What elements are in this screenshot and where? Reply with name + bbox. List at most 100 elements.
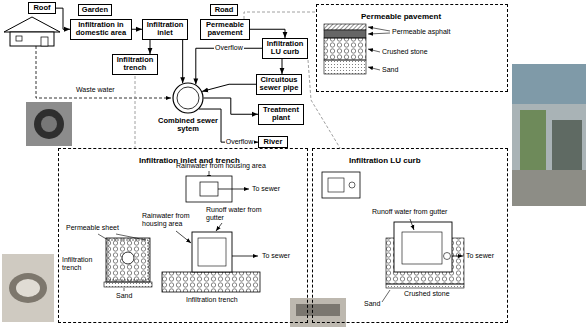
node-label: Infiltration inlet (145, 21, 185, 38)
node-label: River (261, 138, 285, 146)
node-label: Permeable pavement (203, 21, 247, 38)
sand-layer (386, 284, 464, 288)
part-label: Runoff water from gutter (206, 206, 262, 222)
part-label: Sand (364, 300, 380, 308)
photo-detail (16, 279, 40, 297)
flow-connector (56, 8, 70, 29)
sand-layer (324, 60, 366, 74)
node-label: Infiltration trench (115, 56, 155, 73)
pipe-arrow (232, 256, 258, 257)
circle-outline (173, 83, 203, 113)
leader-arrow (368, 27, 390, 31)
permeable-sheet (108, 240, 148, 280)
leader-arrow (368, 33, 390, 34)
flow-connector (182, 40, 183, 84)
curb-section (394, 222, 452, 272)
detail-leader (244, 12, 316, 19)
panel-title: Infiltration LU curb (349, 157, 421, 166)
area-box: Garden (78, 4, 112, 16)
photo-detail (41, 116, 57, 132)
leader-arrow (368, 67, 380, 70)
facility-box: Infiltration in domestic area (70, 19, 132, 40)
panel-title: Permeable pavement (361, 13, 441, 22)
curb-plan-inner (328, 178, 344, 192)
part-label: To sewer (262, 252, 290, 260)
curb-pipe (444, 253, 451, 260)
roof-box: Roof (28, 2, 56, 14)
connector-label: Overflow (225, 138, 255, 146)
photo (26, 102, 72, 146)
house-window (16, 36, 22, 41)
part-label: Runoff water from gutter (372, 208, 447, 216)
photo-detail (296, 304, 340, 316)
inlet-chamber (200, 182, 218, 196)
circle-outline (172, 82, 204, 114)
trench-section (106, 238, 150, 282)
part-label: Crushed stone (382, 48, 428, 56)
inlet-chamber (192, 232, 232, 272)
part-label: Infiltration trench (62, 256, 104, 272)
facility-box: Infiltration inlet (142, 19, 188, 40)
part-label: Rainwater from housing area (176, 162, 266, 170)
waste-water-line (36, 46, 171, 98)
part-label: Sand (116, 292, 132, 300)
part-label: Rainwater from housing area (142, 212, 200, 228)
leader-line (124, 288, 125, 291)
house-door (41, 37, 48, 46)
flow-arrow (216, 223, 222, 231)
photo (512, 64, 586, 206)
flow-arrow (410, 219, 414, 230)
house-body (10, 32, 54, 46)
crushed-stone-layer (324, 38, 366, 60)
facility-box: Treatment plant (258, 104, 304, 125)
connector-label: Overflow (214, 44, 244, 52)
part-label: To sewer (466, 252, 494, 260)
curb-chamber (402, 232, 442, 264)
detail-leader (135, 76, 136, 148)
part-label: Infiltration trench (186, 296, 238, 304)
flow-connector (132, 29, 142, 30)
house-roof (4, 17, 60, 32)
photo-detail (9, 273, 47, 303)
pipe-arrow (452, 256, 463, 257)
flow-connector (202, 84, 256, 91)
facility-box: Permeable pavement (200, 19, 250, 40)
photo (2, 254, 54, 322)
sewer-circle: Combined sewer sytem (158, 82, 218, 134)
node-label: Treatment plant (261, 106, 301, 123)
part-label: Waste water (76, 86, 115, 94)
leader-line (382, 290, 390, 302)
photo-detail (34, 109, 64, 139)
circle-inner (177, 87, 199, 109)
outlet-box: River (258, 136, 288, 148)
trench-gravel (162, 272, 260, 292)
asphalt-layer (324, 30, 366, 38)
facility-box: Circuitous sewer pipe (256, 74, 302, 95)
flow-connector (196, 48, 262, 84)
node-label: Combined sewer sytem (158, 117, 218, 134)
part-label: Sand (382, 66, 398, 74)
leader-line (98, 234, 108, 240)
flow-connector (282, 59, 283, 75)
asphalt-layer (324, 24, 366, 30)
photo-detail (512, 170, 586, 206)
node-label: Road (213, 6, 235, 14)
part-label: Permeable sheet (66, 224, 119, 232)
curb-plan-pipe (349, 182, 355, 188)
photo-detail (520, 110, 546, 170)
leader-arrow (368, 49, 380, 52)
part-label: To sewer (252, 185, 280, 193)
node-label: Roof (31, 4, 53, 12)
flow-connector (150, 40, 151, 55)
node-label: Infiltration in domestic area (73, 21, 129, 38)
node-label: Circuitous sewer pipe (259, 76, 299, 93)
detail-panel: Infiltration inlet and trench (58, 148, 308, 323)
facility-box: Infiltration LU curb (262, 38, 308, 59)
leader-line (116, 234, 146, 240)
sand-layer (104, 282, 152, 287)
node-label: Infiltration LU curb (265, 40, 305, 57)
flow-arrow (176, 231, 191, 243)
node-label: Garden (81, 6, 109, 14)
facility-box: Infiltration trench (112, 54, 158, 75)
